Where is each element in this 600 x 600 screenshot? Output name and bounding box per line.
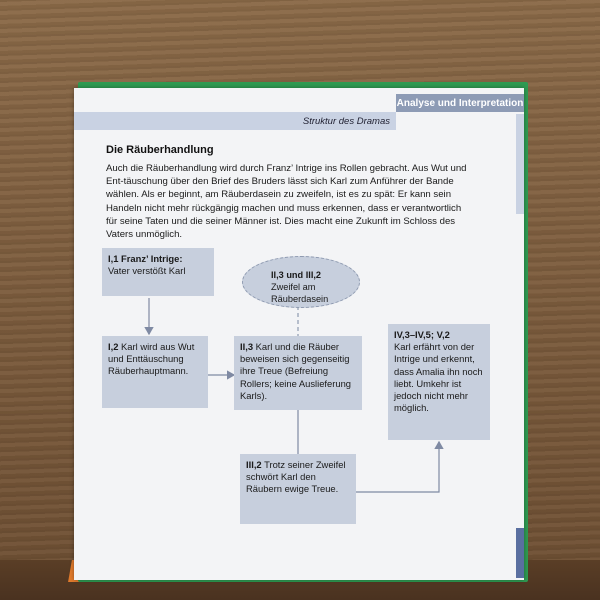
scene-ref: III,2 xyxy=(246,459,262,470)
scene-ref: I,2 xyxy=(108,341,119,352)
side-band xyxy=(516,114,524,214)
flow-box-franz-intrige: I,1 Franz’ Intrige: Vater verstößt Karl xyxy=(102,248,214,296)
scene-ref: II,3 xyxy=(240,341,254,352)
flow-box-intrige-erkannt: IV,3–IV,5; V,2 Karl erfährt von der Intr… xyxy=(388,324,490,440)
side-thumb-index xyxy=(516,528,524,578)
arrow-box4-to-box5 xyxy=(356,440,444,493)
box-text: Zweifel am Räuberdasein xyxy=(271,282,329,304)
box-text: Trotz seiner Zweifel schwört Karl den Rä… xyxy=(246,459,346,495)
section-title: Die Räuberhandlung xyxy=(106,144,214,156)
flow-box-raeuberhauptmann: I,2 Karl wird aus Wut und Enttäuschung R… xyxy=(102,336,208,408)
flow-box-treueschwur: III,2 Trotz seiner Zweifel schwört Karl … xyxy=(240,454,356,524)
book-page: Analyse und Interpretation Struktur des … xyxy=(74,88,524,580)
section-paragraph: Auch die Räuberhandlung wird durch Franz… xyxy=(106,163,467,241)
box-text: Karl erfährt von der Intrige und erkennt… xyxy=(394,341,483,414)
box-text: Karl und die Räuber beweisen sich gegens… xyxy=(240,341,351,401)
scene-ref: II,3 und III,2 xyxy=(271,270,322,280)
subheader-bar: Struktur des Dramas xyxy=(74,112,396,130)
scene-ref: I,1 Franz’ Intrige: xyxy=(108,253,183,264)
diagram-connectors xyxy=(144,298,444,493)
flow-ellipse-zweifel: II,3 und III,2 Zweifel am Räuberdasein xyxy=(242,256,360,308)
section-tab: Analyse und Interpretation xyxy=(396,94,524,112)
flow-box-treue-beweisen: II,3 Karl und die Räuber beweisen sich g… xyxy=(234,336,362,410)
box-text: Karl wird aus Wut und Enttäuschung Räube… xyxy=(108,341,195,377)
scene-ref: IV,3–IV,5; V,2 xyxy=(394,329,450,340)
box-text: Vater verstößt Karl xyxy=(108,265,186,277)
